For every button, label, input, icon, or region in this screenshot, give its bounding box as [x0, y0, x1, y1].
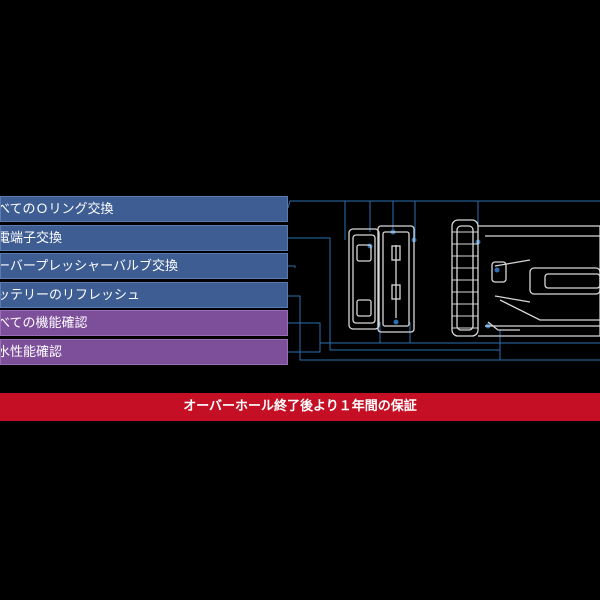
- label-battery-refresh: ッテリーのリフレッシュ: [0, 282, 288, 308]
- label-text: 水性能確認: [0, 345, 63, 360]
- label-valve-replacement: ーバープレッシャーバルブ交換: [0, 253, 288, 279]
- warranty-banner-text: オーバーホール終了後より１年間の保証: [183, 399, 417, 414]
- label-terminal-replacement: 電端子交換: [0, 225, 288, 251]
- leader-lines: [287, 200, 600, 361]
- label-function-check: べての機能確認: [0, 310, 288, 336]
- label-text: ーバープレッシャーバルブ交換: [0, 259, 178, 274]
- battery-pack-outline: [348, 225, 415, 333]
- housing-outline: [451, 219, 600, 337]
- label-text: 電端子交換: [0, 231, 63, 246]
- label-text: ッテリーのリフレッシュ: [0, 288, 141, 303]
- label-text: べてのＯリング交換: [0, 202, 114, 217]
- label-waterproof-check: 水性能確認: [0, 339, 288, 365]
- label-o-ring-replacement: べてのＯリング交換: [0, 196, 288, 222]
- warranty-banner: オーバーホール終了後より１年間の保証: [0, 393, 600, 421]
- label-text: べての機能確認: [0, 316, 88, 331]
